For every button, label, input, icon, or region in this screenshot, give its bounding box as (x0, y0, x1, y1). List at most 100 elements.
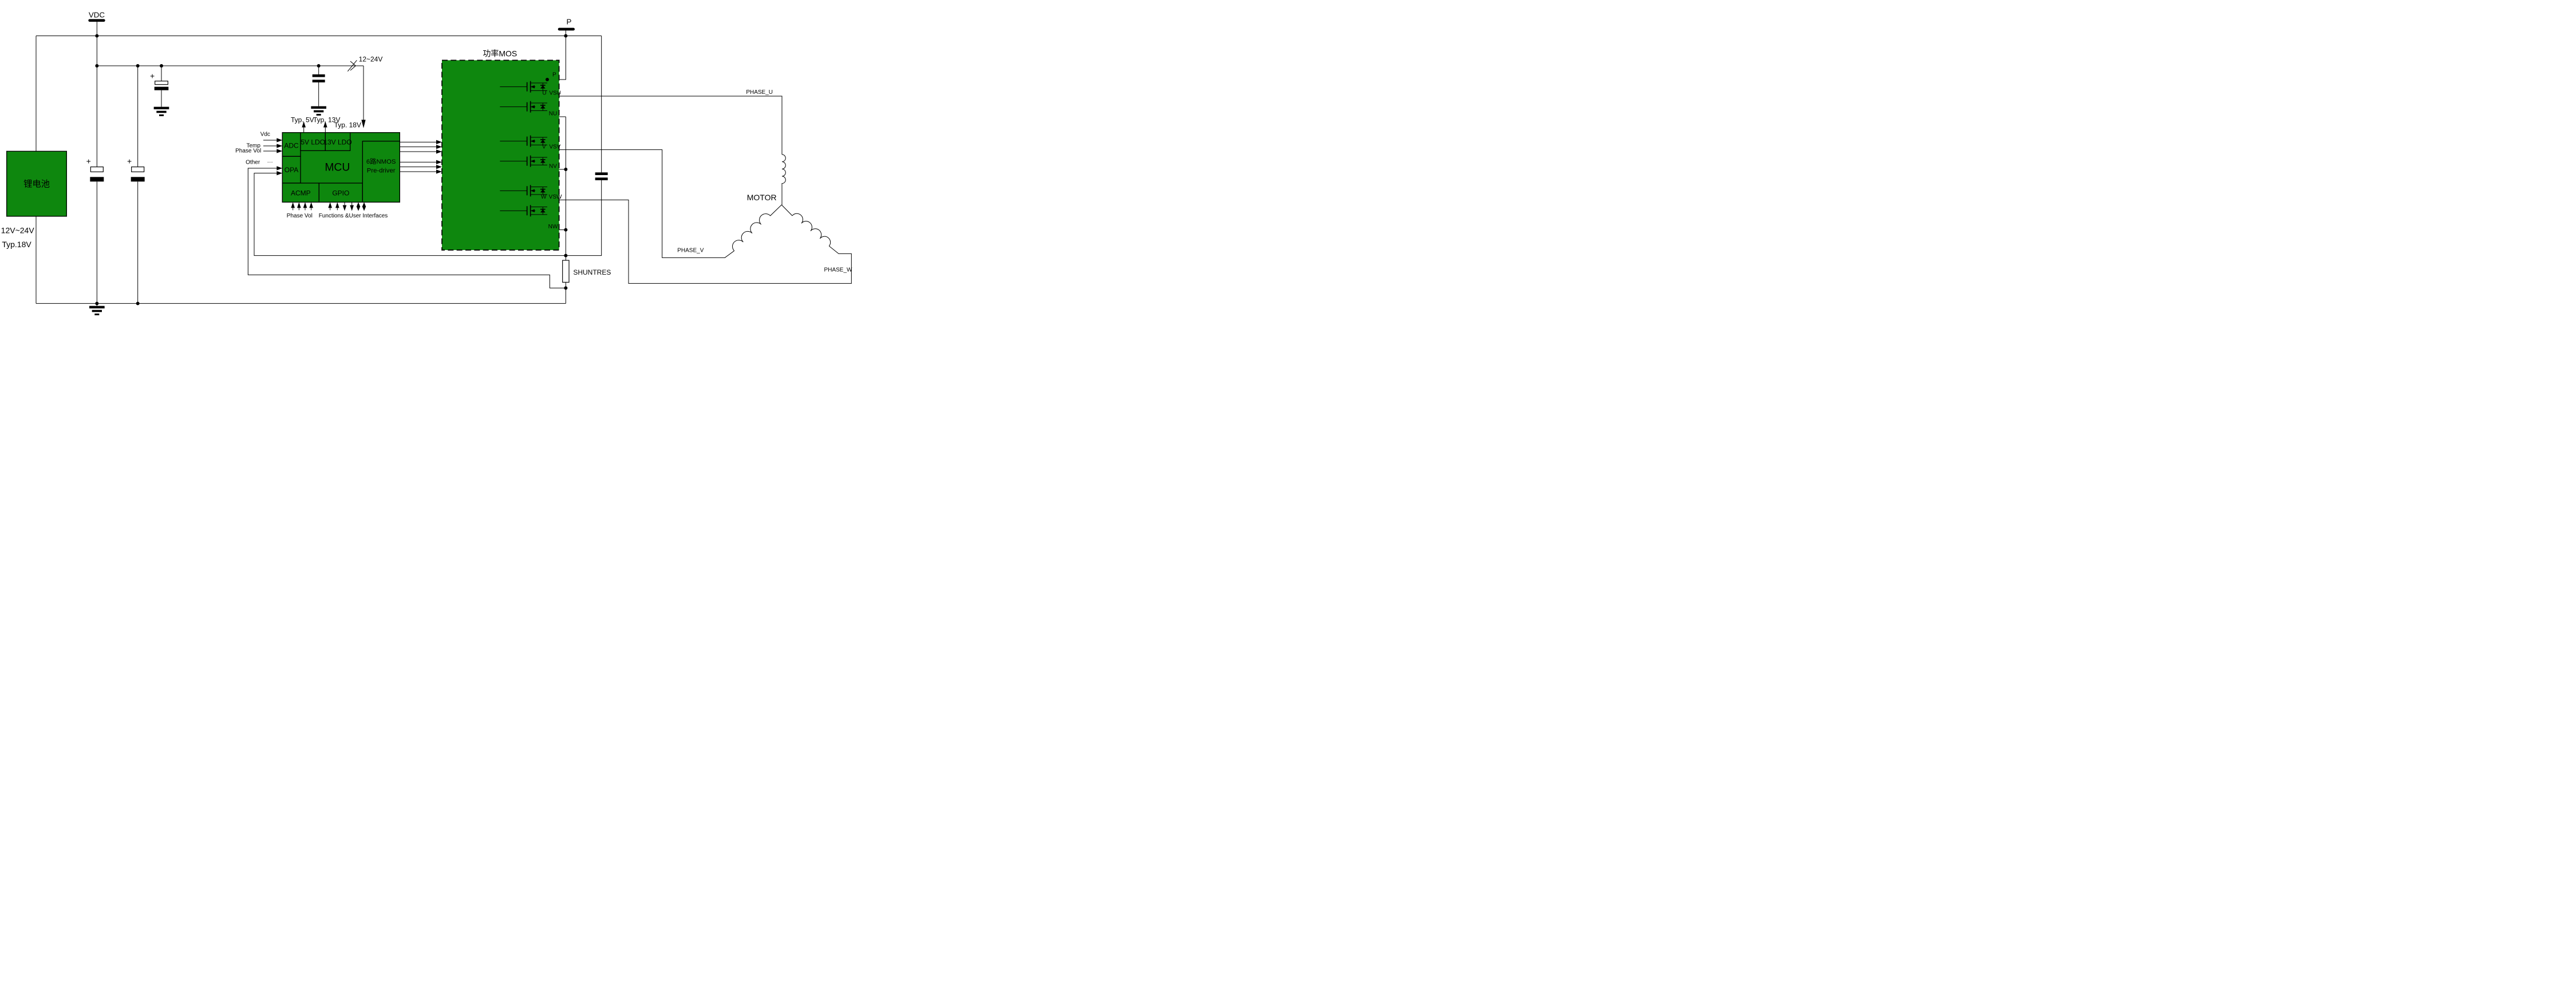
acmp-up-arrow (309, 202, 313, 208)
opa-input-arrow-head (276, 171, 283, 176)
dc-bus-capacitor-icon (595, 172, 608, 180)
wire-phase-u (531, 96, 783, 154)
diode-icon (540, 160, 546, 163)
power-mos-title: 功率MOS (483, 49, 517, 58)
gpio-out-arrow (350, 205, 354, 211)
junction-dots (95, 34, 568, 306)
opa-input-arrow-head (276, 166, 283, 171)
predriver-label-1: 6路NMOS (366, 157, 396, 165)
ldo5-label: 5V LDO (301, 138, 325, 146)
phase-w-label: PHASE_W (824, 267, 852, 273)
junction-dot (136, 302, 140, 306)
acmp-up-arrow (303, 202, 307, 208)
junction-dot (95, 302, 99, 306)
ldo13-label: 13V LDO (323, 138, 351, 146)
ground-symbols (89, 106, 326, 315)
bulk-capacitor-2-icon (131, 167, 145, 182)
battery-block (6, 150, 67, 217)
opa-block (282, 156, 301, 184)
input-other-label: Other (246, 160, 260, 166)
nmos-transistor-icon (500, 205, 547, 217)
nmos-transistors (500, 81, 547, 217)
nmos-transistor-icon (500, 101, 547, 113)
motor-driver-schematic: + + + 锂电池 12V~24V Typ.18V ADC 5V LDO 13V… (1, 11, 852, 315)
ground-icon (311, 106, 326, 116)
gpio-bidi-arrow-down (356, 206, 361, 211)
cap2-plus: + (127, 157, 132, 166)
wire-phase-w-coil (781, 204, 831, 247)
wire-phase-v-coil (732, 204, 782, 251)
supply-range-label: 12~24V (359, 55, 383, 63)
down-arrowhead-18v (361, 120, 366, 128)
gpio-label: GPIO (332, 189, 349, 197)
junction-dot (136, 64, 140, 68)
pin-p-label: P (552, 72, 556, 78)
junction-dot (95, 34, 99, 38)
pin-vsu-label: VSU (549, 90, 561, 97)
junction-dot (160, 64, 163, 68)
gpio-in-arrow (335, 202, 339, 208)
adc-input-arrow-head (276, 144, 283, 148)
bulk-capacitor-1-icon (90, 167, 104, 182)
battery-range: 12V~24V (1, 225, 35, 235)
pin-nu-label: NU (549, 110, 557, 117)
acmp-up-arrow (297, 202, 301, 208)
wire-sense-2 (254, 173, 566, 256)
ground-icon (89, 306, 105, 315)
pin-vsw-label: VSW (549, 194, 562, 200)
gpio-out-arrow (342, 205, 347, 211)
nmos-transistor-icon (500, 155, 547, 167)
gate-signal-arrow-head (436, 160, 442, 164)
schematic-page: + + + 锂电池 12V~24V Typ.18V ADC 5V LDO 13V… (0, 0, 859, 329)
mcu-block: ADC 5V LDO 13V LDO OPA MCU ACMP GPIO 6路N… (282, 132, 400, 203)
wire-buscap (566, 35, 602, 256)
gpio-bidi-arrow-up (356, 202, 361, 207)
nmos-transistor-icon (500, 135, 547, 147)
junction-dot (546, 78, 549, 81)
diode-icon (540, 189, 546, 193)
acmp-block (282, 183, 319, 203)
diode-icon (540, 209, 546, 213)
cap1-plus: + (86, 157, 91, 166)
pin-nw-label: NW (548, 224, 558, 230)
supply-takeoff-arrow-icon (347, 60, 357, 72)
nmos-transistor-icon (500, 185, 547, 197)
wire-phase-v (531, 149, 734, 258)
vdc-terminal-label: VDC (89, 11, 105, 19)
adc-input-arrow-head (276, 149, 283, 153)
p-terminal-bar (558, 27, 575, 31)
predriver-label-2: Pre-driver (367, 168, 396, 175)
acmp-up-arrow (291, 202, 295, 208)
pin-u-label: U (542, 90, 546, 97)
junction-dot (564, 168, 568, 171)
p-terminal-label: P (567, 18, 572, 26)
ground-icon (153, 106, 169, 116)
diode-icon (540, 105, 546, 109)
gate-signal-arrow-head (436, 169, 442, 174)
input-phasevol-label: Phase Vol (235, 148, 261, 154)
motor-label: MOTOR (747, 193, 777, 202)
gate-signal-arrow-head (436, 165, 442, 169)
nmos-transistor-icon (500, 81, 547, 93)
predriver-block (362, 141, 400, 203)
junction-dot (317, 64, 321, 68)
wire-phase-u-coil (781, 154, 786, 205)
mcu-label: MCU (325, 161, 350, 173)
ldo13-block (325, 132, 351, 151)
wires (35, 21, 852, 306)
acmp-inputs-label: Phase Vol (287, 213, 313, 219)
junction-dot (564, 34, 568, 38)
input-temp-label: Temp (246, 142, 260, 149)
opa-label: OPA (285, 166, 298, 174)
adc-input-arrow-head (276, 138, 283, 142)
typ13-label: Typ. 13V (313, 116, 340, 124)
typ18-label: Typ. 18V (334, 121, 361, 129)
battery-name: 锂电池 (23, 180, 50, 189)
cap3-plus: + (150, 71, 155, 80)
adc-block (282, 132, 301, 157)
junction-dot (564, 286, 568, 290)
vdc-terminal-bar (88, 19, 105, 22)
pin-w-label: W (541, 194, 547, 200)
gpio-bidi-arrow-up (362, 202, 366, 207)
pin-v-label: V (542, 144, 546, 150)
